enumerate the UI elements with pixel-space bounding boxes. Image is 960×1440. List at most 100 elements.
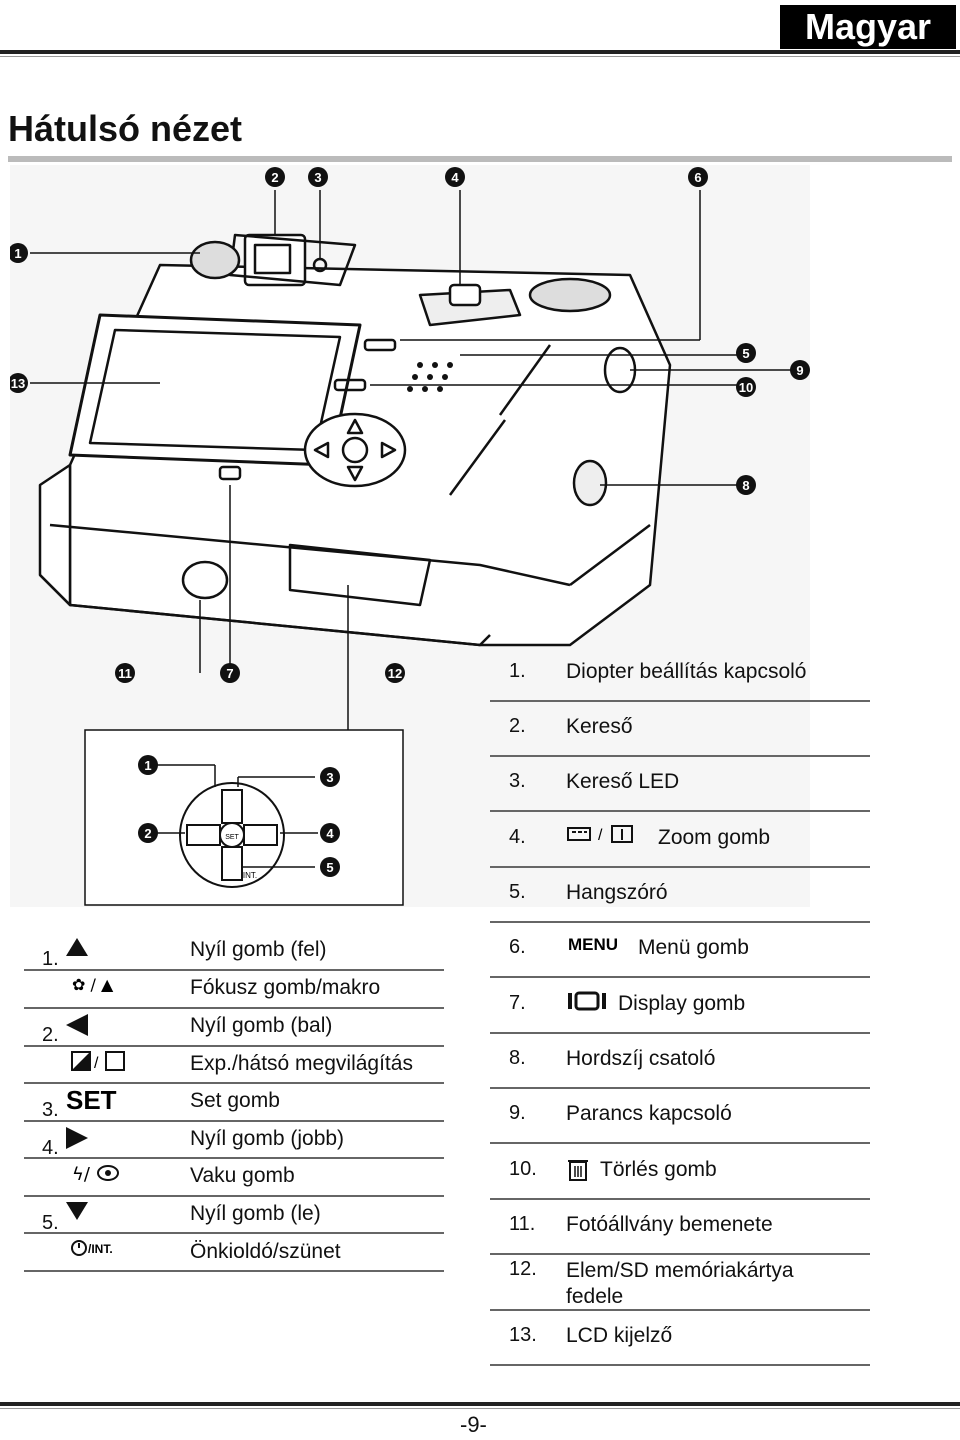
parts-list-number: 4. bbox=[509, 826, 526, 848]
dpad-list-divider bbox=[24, 1270, 444, 1272]
dpad-list-label: Nyíl gomb (le) bbox=[190, 1202, 321, 1225]
svg-text:3: 3 bbox=[326, 770, 333, 785]
dpad-list-label: Nyíl gomb (jobb) bbox=[190, 1127, 345, 1150]
dpad-list-label: Vaku gomb bbox=[190, 1164, 295, 1187]
focus-macro-icon: ✿ / ▲ bbox=[70, 974, 122, 999]
parts-list-label: Menü gomb bbox=[638, 936, 749, 959]
arrow-up-icon bbox=[64, 936, 90, 963]
dpad-list-number: 3. bbox=[42, 1099, 59, 1121]
svg-text:13: 13 bbox=[11, 376, 25, 391]
parts-list-divider bbox=[490, 755, 870, 757]
dpad-list-label: Nyíl gomb (fel) bbox=[190, 938, 327, 961]
parts-list-number: 6. bbox=[509, 936, 526, 958]
footer-rule bbox=[0, 1402, 960, 1406]
parts-list-number: 7. bbox=[509, 992, 526, 1014]
arrow-left-icon bbox=[64, 1012, 90, 1043]
parts-list-number: 2. bbox=[509, 715, 526, 737]
callout-5: 5 bbox=[736, 343, 756, 363]
parts-list-number: 1. bbox=[509, 660, 526, 682]
parts-list-label: Törlés gomb bbox=[600, 1158, 717, 1181]
svg-text:10: 10 bbox=[739, 380, 753, 395]
dpad-list-divider bbox=[24, 1082, 444, 1084]
footer-rule-thin bbox=[0, 1408, 960, 1409]
callout-13: 13 bbox=[10, 373, 28, 393]
selftimer-interval-icon: /INT. bbox=[70, 1238, 132, 1263]
callout-1: 1 bbox=[10, 243, 28, 263]
svg-text:SET: SET bbox=[66, 1087, 117, 1113]
parts-list-divider bbox=[490, 1364, 870, 1366]
header-rule bbox=[0, 50, 960, 54]
parts-list-label: Kereső LED bbox=[566, 770, 680, 793]
parts-list-divider bbox=[490, 1087, 870, 1089]
dpad-list-divider bbox=[24, 969, 444, 971]
svg-text:INT.: INT. bbox=[243, 871, 257, 880]
callout-4: 4 bbox=[445, 167, 465, 187]
parts-list-label: Hangszóró bbox=[566, 881, 668, 904]
camera-rear-view-diagram: 1 2 3 4 6 13 5 9 10 8 11 7 12 SET INT. bbox=[10, 165, 810, 907]
dpad-list-divider bbox=[24, 1195, 444, 1197]
dpad-list-divider bbox=[24, 1157, 444, 1159]
arrow-right-icon bbox=[64, 1125, 90, 1156]
svg-text:7: 7 bbox=[226, 666, 233, 681]
dpad-list-label: Fókusz gomb/makro bbox=[190, 976, 381, 999]
parts-list-number: 8. bbox=[509, 1047, 526, 1069]
svg-text:11: 11 bbox=[118, 666, 132, 681]
parts-list-number: 13. bbox=[509, 1324, 537, 1346]
dpad-list-label: Önkioldó/szünet bbox=[190, 1240, 341, 1263]
parts-list-label: Display gomb bbox=[618, 992, 746, 1015]
exposure-backlight-icon: / bbox=[70, 1050, 130, 1077]
parts-list-divider bbox=[490, 1032, 870, 1034]
svg-text:4: 4 bbox=[451, 170, 459, 185]
parts-list-divider bbox=[490, 976, 870, 978]
svg-text:2: 2 bbox=[271, 170, 278, 185]
parts-list-divider bbox=[490, 921, 870, 923]
callout-11: 11 bbox=[115, 663, 135, 683]
callout-9: 9 bbox=[790, 360, 810, 380]
svg-text:MENU: MENU bbox=[568, 935, 618, 954]
parts-list-number: 10. bbox=[509, 1158, 537, 1180]
parts-list-label: Zoom gomb bbox=[658, 826, 771, 849]
dpad-list-number: 2. bbox=[42, 1024, 59, 1046]
callout-6: 6 bbox=[688, 167, 708, 187]
parts-list-divider bbox=[490, 1198, 870, 1200]
dpad-list-label: Nyíl gomb (bal) bbox=[190, 1014, 333, 1037]
arrow-down-icon bbox=[64, 1200, 90, 1227]
svg-text:5: 5 bbox=[742, 346, 749, 361]
svg-text:1: 1 bbox=[14, 246, 21, 261]
parts-list-label: Fotóállvány bemenete bbox=[566, 1213, 773, 1236]
page-number: -9- bbox=[460, 1412, 487, 1437]
svg-text:8: 8 bbox=[742, 478, 749, 493]
svg-text:2: 2 bbox=[144, 826, 151, 841]
svg-text:9: 9 bbox=[796, 363, 803, 378]
parts-list-number: 9. bbox=[509, 1102, 526, 1124]
parts-list-number: 11. bbox=[509, 1213, 536, 1235]
parts-list-label: Hordszíj csatoló bbox=[566, 1047, 716, 1070]
svg-text:ϟ/: ϟ/ bbox=[72, 1164, 91, 1184]
svg-text:/: / bbox=[94, 1055, 99, 1072]
svg-text:6: 6 bbox=[694, 170, 701, 185]
display-icon bbox=[566, 990, 608, 1017]
dpad-list-divider bbox=[24, 1045, 444, 1047]
dpad-list-divider bbox=[24, 1232, 444, 1234]
parts-list-number: 3. bbox=[509, 770, 526, 792]
callout-12: 12 bbox=[385, 663, 405, 683]
svg-text:12: 12 bbox=[388, 666, 402, 681]
dpad-detail-inset: SET INT. 1 2 3 4 5 bbox=[84, 729, 404, 906]
zoom-tele-wide-icon: / bbox=[566, 824, 638, 849]
parts-list-divider bbox=[490, 1309, 870, 1311]
svg-text:5: 5 bbox=[326, 860, 333, 875]
dpad-list-label: Set gomb bbox=[190, 1089, 280, 1112]
callout-3: 3 bbox=[308, 167, 328, 187]
parts-list-divider bbox=[490, 866, 870, 868]
trash-icon bbox=[566, 1156, 590, 1187]
callout-8: 8 bbox=[736, 475, 756, 495]
svg-text:1: 1 bbox=[144, 758, 151, 773]
title-underline bbox=[8, 156, 952, 162]
parts-list-divider bbox=[490, 1253, 870, 1255]
set-icon: SET bbox=[64, 1085, 130, 1118]
svg-text:4: 4 bbox=[326, 826, 334, 841]
parts-list-label: Parancs kapcsoló bbox=[566, 1102, 732, 1125]
svg-text:SET: SET bbox=[225, 834, 239, 841]
parts-list-number: 12. bbox=[509, 1258, 537, 1280]
dpad-list-divider bbox=[24, 1120, 444, 1122]
